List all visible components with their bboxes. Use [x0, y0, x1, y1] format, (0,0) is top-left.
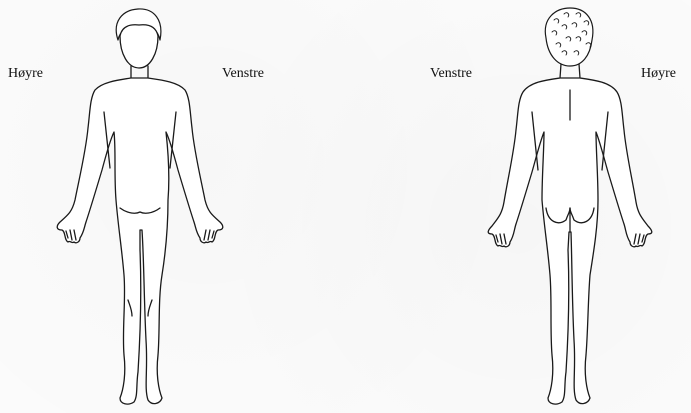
back-body	[488, 78, 652, 404]
back-left-label: Venstre	[430, 67, 472, 81]
body-front-icon	[40, 0, 240, 413]
front-head	[120, 25, 158, 68]
front-right-label: Høyre	[8, 67, 43, 81]
front-body	[57, 78, 223, 404]
body-back-icon	[470, 0, 670, 413]
